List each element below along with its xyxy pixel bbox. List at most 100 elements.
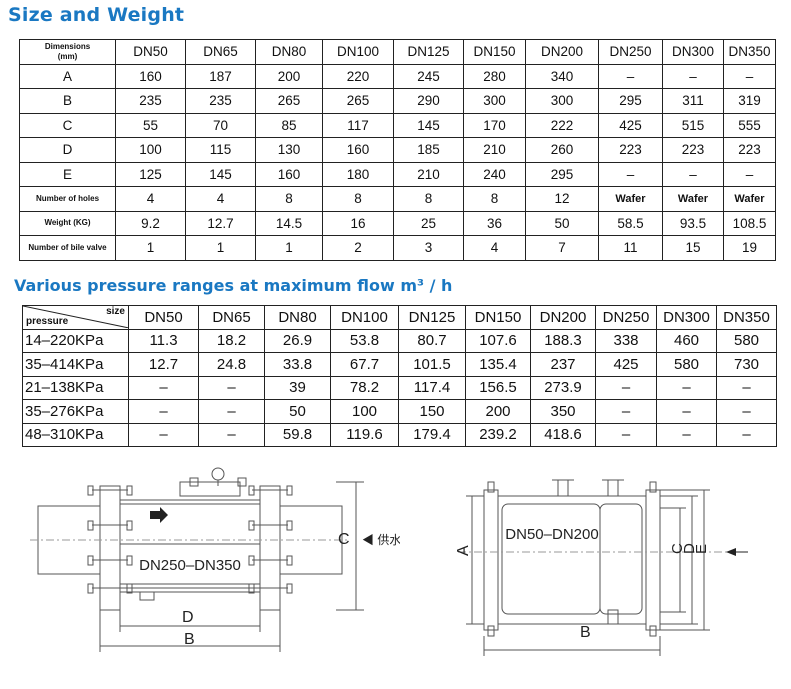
table-cell: 240 [463, 161, 526, 187]
row-label: Number of bile valve [19, 235, 116, 261]
table-cell: 8 [255, 186, 323, 212]
dimensions-header: Dimensions (mm) [19, 39, 116, 65]
row-label: D [19, 137, 116, 163]
table-cell: 12.7 [185, 210, 256, 236]
size-weight-title: Size and Weight [8, 4, 185, 26]
table-cell: 3 [393, 235, 464, 261]
table-cell: 8 [463, 186, 526, 212]
table-cell: 273.9 [530, 375, 596, 400]
table-cell: – [716, 399, 777, 424]
table-cell: 24.8 [198, 352, 265, 377]
table-cell: 39 [264, 375, 331, 400]
table-cell: – [662, 63, 724, 89]
column-header: DN80 [255, 39, 323, 65]
column-header: DN65 [185, 39, 256, 65]
gauge-icon [211, 467, 225, 481]
table-cell: Wafer [598, 186, 663, 212]
column-header: DN300 [662, 39, 724, 65]
row-label: Weight (KG) [19, 210, 116, 236]
pressure-table: size pressure DN50 DN65 DN80 DN100 DN125… [22, 305, 777, 447]
table-cell: 160 [322, 137, 394, 163]
column-header: DN350 [716, 305, 777, 330]
column-header: DN250 [598, 39, 663, 65]
column-header: DN100 [322, 39, 394, 65]
table-cell: 145 [393, 112, 464, 138]
table-cell: – [598, 63, 663, 89]
column-header: DN200 [530, 305, 596, 330]
table-cell: 115 [185, 137, 256, 163]
table-cell: – [128, 399, 199, 424]
table-cell: – [662, 161, 724, 187]
right-dim-b: B [580, 624, 591, 641]
supply-water-label: ◀ 供水 [362, 533, 400, 547]
table-cell: 260 [525, 137, 599, 163]
table-cell: – [723, 63, 776, 89]
row-label: B [19, 88, 116, 114]
pressure-corner-cell: size pressure [22, 305, 129, 330]
table-cell: 460 [656, 328, 717, 353]
table-cell: 2 [322, 235, 394, 261]
table-cell: – [128, 375, 199, 400]
right-flange [645, 489, 661, 631]
corner-pressure-label: pressure [26, 316, 69, 328]
right-dim-e: E [693, 544, 710, 554]
table-cell: 235 [115, 88, 186, 114]
table-cell: 108.5 [723, 210, 776, 236]
table-cell: 223 [723, 137, 776, 163]
right-flange [259, 485, 281, 611]
table-cell: 290 [393, 88, 464, 114]
chamber-right [599, 503, 643, 615]
row-label: A [19, 63, 116, 89]
table-cell: 340 [525, 63, 599, 89]
table-cell: 1 [185, 235, 256, 261]
dimensions-header-line1: Dimensions [44, 41, 91, 51]
table-cell: – [716, 422, 777, 447]
table-cell: 425 [598, 112, 663, 138]
table-cell: 100 [330, 399, 399, 424]
table-cell: 119.6 [330, 422, 399, 447]
table-cell: 239.2 [465, 422, 531, 447]
table-cell: 185 [393, 137, 464, 163]
table-cell: 300 [463, 88, 526, 114]
table-cell: 19 [723, 235, 776, 261]
table-cell: Wafer [723, 186, 776, 212]
table-cell: – [716, 375, 777, 400]
left-model-label: DN250–DN350 [139, 557, 241, 574]
table-cell: 220 [322, 63, 394, 89]
table-cell: 188.3 [530, 328, 596, 353]
table-cell: 311 [662, 88, 724, 114]
table-cell: 319 [723, 88, 776, 114]
table-cell: 170 [463, 112, 526, 138]
table-cell: 187 [185, 63, 256, 89]
left-technical-drawing: DN250–DN350 C ◀ 供水 D B [30, 467, 400, 652]
table-cell: 223 [598, 137, 663, 163]
table-cell: 55 [115, 112, 186, 138]
table-cell: 4 [463, 235, 526, 261]
table-cell: 135.4 [465, 352, 531, 377]
column-header: DN50 [128, 305, 199, 330]
table-cell: – [595, 399, 657, 424]
table-cell: 59.8 [264, 422, 331, 447]
table-cell: 25 [393, 210, 464, 236]
table-cell: 179.4 [398, 422, 466, 447]
corner-size-label: size [106, 306, 125, 318]
table-cell: 223 [662, 137, 724, 163]
table-cell: 11 [598, 235, 663, 261]
table-cell: 58.5 [598, 210, 663, 236]
table-cell: 67.7 [330, 352, 399, 377]
table-cell: 515 [662, 112, 724, 138]
table-cell: 8 [393, 186, 464, 212]
table-cell: 237 [530, 352, 596, 377]
pressure-range-label: 35–276KPa [22, 399, 129, 424]
diagonal-line [23, 306, 128, 329]
table-cell: 53.8 [330, 328, 399, 353]
table-cell: 1 [255, 235, 323, 261]
column-header: DN300 [656, 305, 717, 330]
table-cell: 180 [322, 161, 394, 187]
pressure-title: Various pressure ranges at maximum flow … [14, 276, 453, 295]
column-header: DN250 [595, 305, 657, 330]
row-label: Number of holes [19, 186, 116, 212]
